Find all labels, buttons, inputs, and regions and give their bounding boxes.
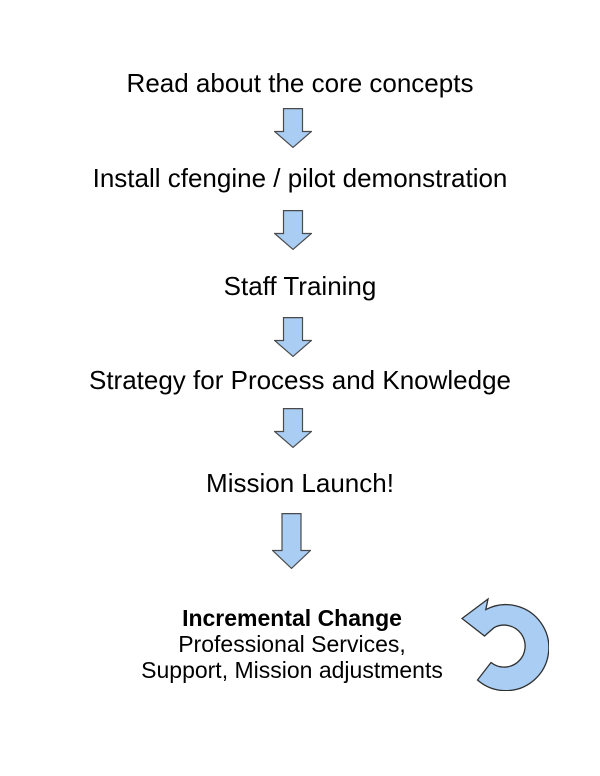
down-arrow-icon — [274, 210, 312, 250]
down-arrow-icon — [274, 408, 312, 448]
step-label-mission-launch: Mission Launch! — [206, 468, 394, 498]
final-step-title: Incremental Change — [182, 605, 402, 631]
down-arrow-icon — [274, 108, 312, 148]
step-label-read-core-concepts: Read about the core concepts — [126, 68, 474, 98]
final-step-subtitle-line1: Professional Services, — [178, 631, 406, 657]
down-arrow-icon — [274, 317, 312, 357]
final-step-subtitle-line2: Support, Mission adjustments — [141, 657, 443, 683]
final-step-block: Incremental Change Professional Services… — [0, 605, 584, 683]
step-label-strategy: Strategy for Process and Knowledge — [88, 365, 512, 395]
down-arrow-icon — [272, 513, 311, 569]
step-label-install-cfengine: Install cfengine / pilot demonstration — [92, 163, 508, 193]
step-label-staff-training: Staff Training — [223, 271, 377, 301]
circular-loop-arrow-icon — [461, 597, 549, 691]
